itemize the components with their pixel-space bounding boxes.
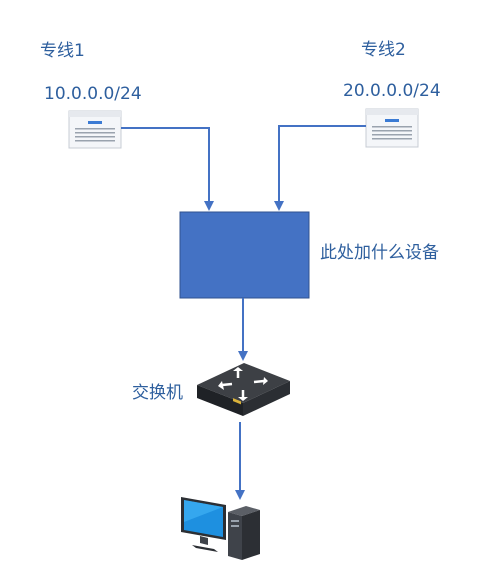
line1-device-icon <box>68 110 122 149</box>
computer-icon <box>181 497 260 560</box>
line2-device-icon <box>365 108 419 148</box>
line1-subnet: 10.0.0.0/24 <box>44 84 142 104</box>
line1-connector <box>121 127 214 211</box>
line1-title: 专线1 <box>40 41 85 61</box>
switch-label: 交换机 <box>132 383 183 403</box>
line2-subnet: 20.0.0.0/24 <box>343 81 441 101</box>
unknown-device-box <box>179 211 310 299</box>
line2-title: 专线2 <box>361 40 406 60</box>
switch-icon <box>197 363 290 416</box>
unknown-device-label: 此处加什么设备 <box>320 243 439 263</box>
line2-connector <box>274 125 366 211</box>
